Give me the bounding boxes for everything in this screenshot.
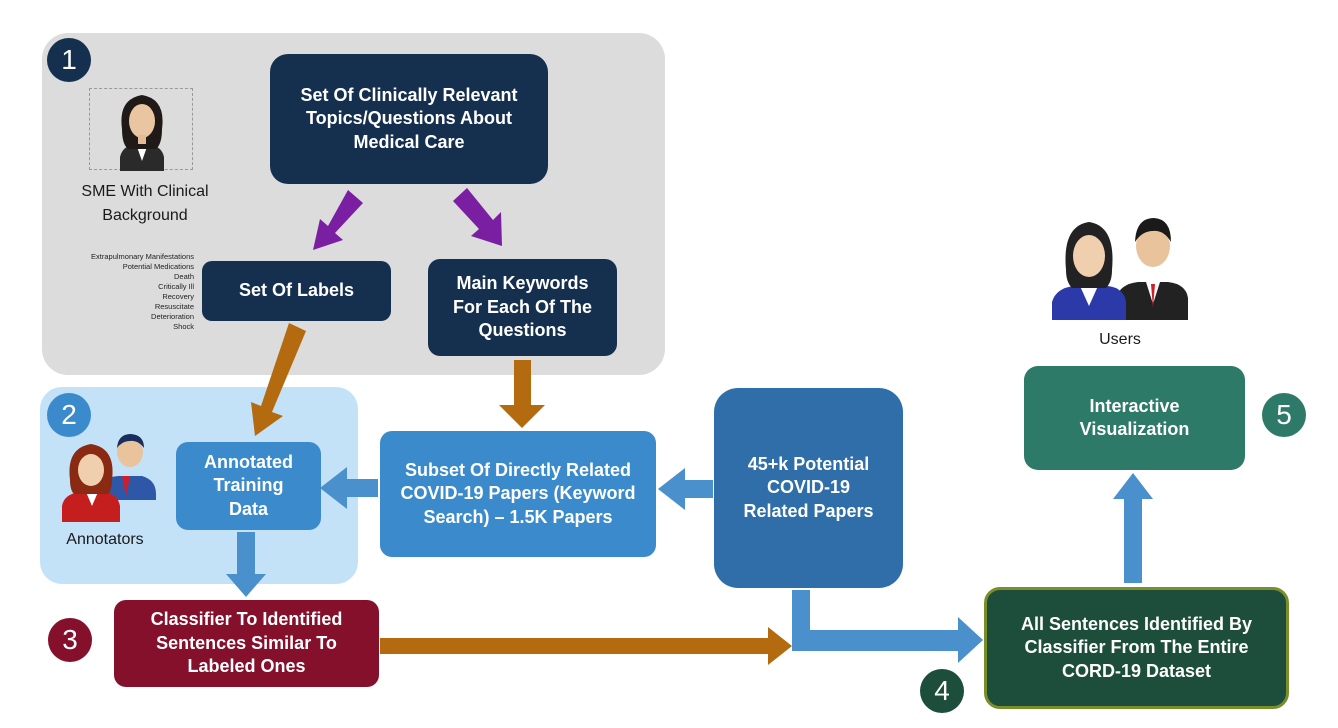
step-badge-4: 4 — [920, 669, 964, 713]
arrow-subset-to-training — [320, 467, 378, 509]
sentences-box: All Sentences Identified By Classifier F… — [984, 587, 1289, 709]
classifier-box: Classifier To Identified Sentences Simil… — [114, 600, 379, 687]
subset-box: Subset Of Directly Related COVID-19 Pape… — [380, 431, 656, 557]
annotators-label: Annotators — [66, 531, 144, 548]
arrow-topics-to-keywords — [453, 188, 502, 246]
step-badge-1: 1 — [47, 38, 91, 82]
topics-box: Set Of Clinically Relevant Topics/Questi… — [270, 54, 548, 184]
potential-text: 45+k Potential COVID-19 Related Papers — [743, 453, 874, 521]
potential-box: 45+k Potential COVID-19 Related Papers — [714, 388, 903, 588]
users-label: Users — [1099, 331, 1141, 348]
step-badge-3: 3 — [48, 618, 92, 662]
label-list-item: Shock — [173, 322, 194, 331]
visualization-text: Interactive Visualization — [1079, 395, 1190, 439]
users-image — [1050, 212, 1190, 322]
training-box: Annotated Training Data — [176, 442, 321, 530]
sme-image — [89, 88, 193, 171]
arrow-classifier-to-sentences — [380, 627, 792, 665]
label-list-item: Resuscitate — [154, 302, 194, 311]
sentences-text: All Sentences Identified By Classifier F… — [1020, 613, 1253, 681]
arrow-labels-to-training — [251, 323, 306, 436]
step-badge-5: 5 — [1262, 393, 1306, 437]
label-list-item: Recovery — [162, 292, 194, 301]
label-list-item: Potential Medications — [122, 262, 194, 271]
arrow-potential-to-sentences — [792, 590, 983, 663]
subset-text: Subset Of Directly Related COVID-19 Pape… — [400, 459, 636, 527]
label-list-item: Extrapulmonary Manifestations — [91, 252, 194, 261]
label-list-item: Death — [173, 272, 194, 281]
sme-label: SME With Clinical Background — [81, 183, 209, 224]
arrow-sentences-to-visualization — [1113, 473, 1153, 583]
keywords-box: Main Keywords For Each Of The Questions — [428, 259, 617, 356]
annotators-image — [58, 430, 158, 525]
visualization-box: Interactive Visualization — [1024, 366, 1245, 470]
keywords-text: Main Keywords For Each Of The Questions — [452, 273, 593, 341]
label-list-item: Deterioration — [151, 312, 194, 321]
training-text: Annotated Training Data — [204, 451, 293, 519]
labels-box: Set Of Labels — [202, 261, 391, 321]
arrow-training-to-classifier — [226, 532, 266, 597]
topics-text: Set Of Clinically Relevant Topics/Questi… — [300, 84, 518, 152]
label-list: Extrapulmonary Manifestations Potential … — [91, 252, 194, 332]
doctor-icon — [120, 95, 164, 171]
arrow-topics-to-labels — [313, 190, 363, 250]
arrow-keywords-to-subset — [499, 360, 545, 428]
labels-text: Set Of Labels — [238, 280, 355, 301]
step-badge-2: 2 — [47, 393, 91, 437]
annotators-icon — [62, 434, 156, 522]
arrow-potential-to-subset — [658, 468, 713, 510]
users-icon — [1052, 218, 1188, 320]
label-list-item: Critically Ill — [158, 282, 194, 291]
classifier-text: Classifier To Identified Sentences Simil… — [150, 609, 343, 677]
